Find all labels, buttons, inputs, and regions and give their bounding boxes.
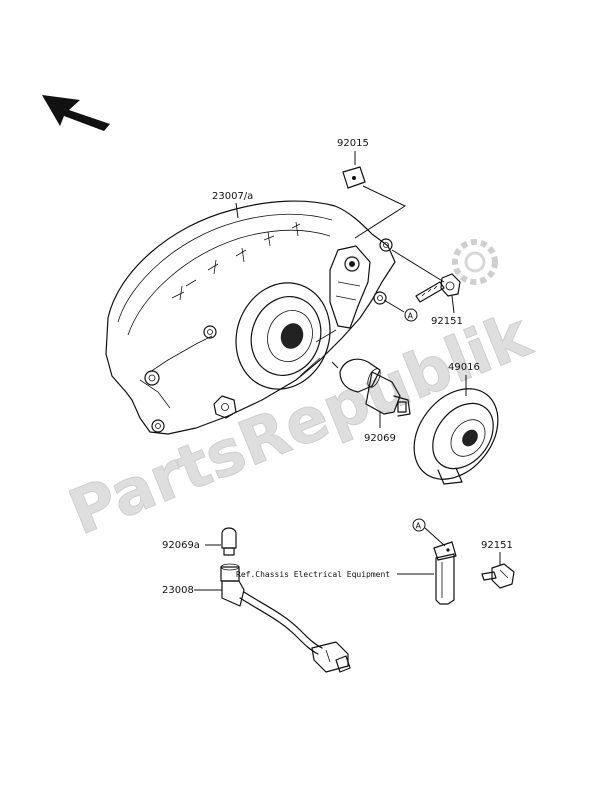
gear-logo-icon (452, 239, 498, 285)
label-92069a: 92069a (162, 540, 200, 551)
harness-strip: A (412, 518, 457, 605)
socket-23008: 23008 (162, 563, 351, 673)
ref-note-text: Ref.Chassis Electrical Equipment (236, 570, 390, 579)
label-92015: 92015 (337, 138, 369, 149)
marker-a-housing: A (383, 299, 418, 322)
label-23007a: 23007/a (212, 191, 253, 202)
label-92151-top: 92151 (431, 316, 463, 327)
label-92069: 92069 (364, 433, 396, 444)
headlight-housing (105, 200, 396, 435)
marker-a-text: A (408, 312, 414, 321)
arrow-up-left-icon (42, 95, 110, 131)
bulb-92069a: 92069a (162, 527, 237, 556)
label-23008: 23008 (162, 585, 194, 596)
clip-92015: 92015 (337, 138, 407, 239)
reference-note: Ref.Chassis Electrical Equipment (236, 570, 434, 579)
screw-92151-top: 92151 (391, 249, 463, 327)
bolt-92151-bottom: 92151 (481, 540, 515, 589)
label-92151-bottom: 92151 (481, 540, 513, 551)
marker-a-strip-text: A (416, 522, 422, 531)
bulb-92069: 92069 (331, 358, 411, 444)
callout-23007a: 23007/a (212, 191, 253, 219)
cover-49016: 49016 (413, 362, 499, 485)
label-49016: 49016 (448, 362, 480, 373)
